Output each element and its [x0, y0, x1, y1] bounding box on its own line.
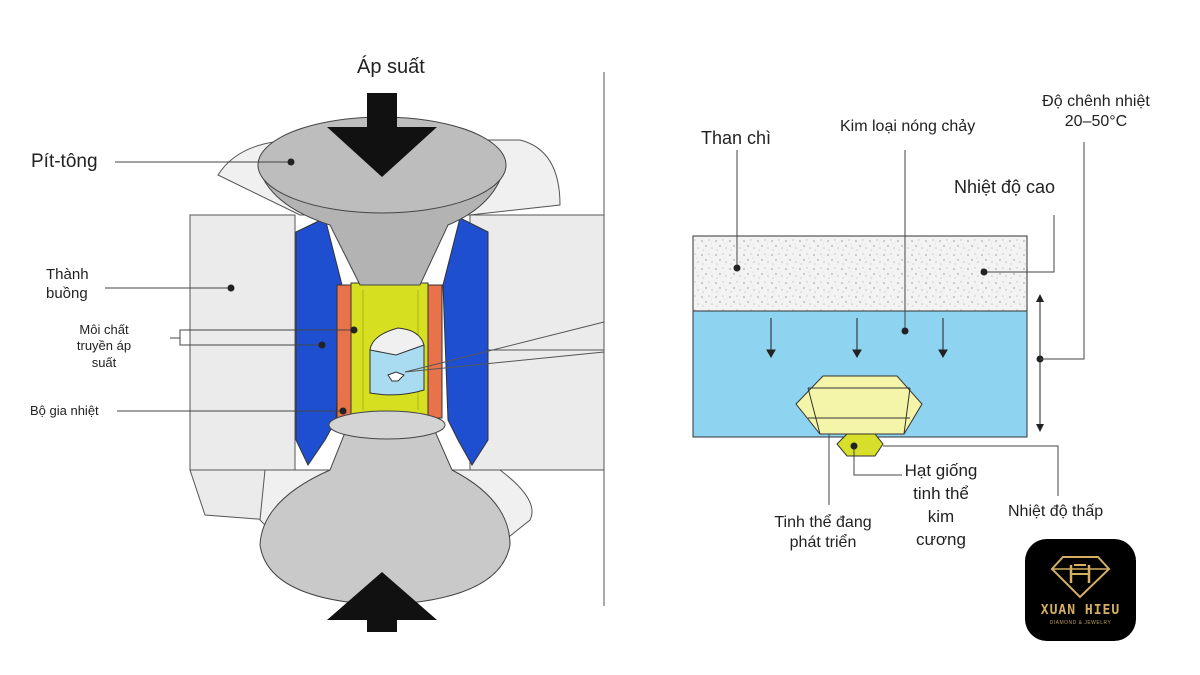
leader-medium-dot-2 [318, 341, 326, 349]
pressure-label: Áp suất [357, 56, 425, 78]
sample-seed [387, 371, 405, 382]
piston-label: Pít-tông [31, 151, 98, 172]
molten-metal-label: Kim loại nóng chảy [840, 118, 976, 135]
zoom-line-top [404, 321, 605, 373]
low-temp-label: Nhiệt độ thấp [1008, 503, 1104, 520]
pressure-medium-label: Môi chất truyền áp suất [76, 322, 132, 370]
growing-crystal [795, 375, 923, 435]
leader-chamber-dot [227, 284, 235, 292]
leader-seed [853, 446, 902, 476]
pressure-arrow-down [327, 93, 437, 177]
leader-high-temp-dot [980, 268, 988, 276]
leader-low-temp [883, 445, 1059, 496]
outer-block-right [469, 214, 605, 351]
high-temp-label: Nhiệt độ cao [954, 177, 1056, 197]
chamber-wall-label: Thành buồng [46, 266, 89, 302]
leader-gradient [1040, 142, 1085, 360]
leader-molten-dot [901, 327, 909, 335]
sample-cup [369, 344, 425, 396]
graphite-label: Than chì [701, 128, 772, 148]
temp-scale-arrow-up [1036, 294, 1044, 302]
piston-bottom-face [328, 410, 446, 440]
leader-medium-bracket [170, 329, 354, 346]
temp-gradient-label: Độ chênh nhiệt 20–50°C [1042, 93, 1150, 130]
seed-crystal [836, 433, 884, 457]
press-diagram [105, 72, 605, 632]
logo-name: XUAN HIEU [1040, 603, 1121, 618]
seed-crystal-label: Hạt giống tinh thể kim cương [904, 461, 978, 549]
crystal-facet-3 [807, 387, 821, 435]
growth-diagram [692, 142, 1085, 505]
outer-block-left [189, 214, 296, 471]
heater-left [336, 284, 352, 419]
pressure-arrow-up [327, 572, 437, 632]
heater-right [427, 284, 443, 419]
gasket-left [295, 217, 343, 466]
logo-tagline: DIAMOND & JEWELRY [1049, 620, 1112, 626]
leader-medium-dot-1 [350, 326, 358, 334]
leader-heater-dot [339, 407, 347, 415]
leader-high-temp [984, 215, 1055, 273]
temp-scale-arrow-down [1036, 424, 1044, 432]
diffusion-arrows [766, 318, 948, 359]
gasket-right [442, 217, 489, 466]
leader-graphite-dot [733, 264, 741, 272]
growing-crystal-label: Tinh thể đang phát triển [774, 514, 872, 551]
diamond-icon [1050, 556, 1111, 599]
graphite-layer [692, 235, 1028, 312]
outer-block-right-lower [469, 349, 605, 471]
heater-label: Bộ gia nhiệt [30, 403, 99, 418]
leader-piston-dot [287, 158, 295, 166]
sample-graphite [369, 327, 425, 356]
crystal-facet-4 [903, 387, 911, 435]
leader-seed-dot [850, 442, 858, 450]
zoom-line-bottom [404, 351, 605, 373]
brand-logo: XUAN HIEU DIAMOND & JEWELRY [1025, 539, 1136, 641]
